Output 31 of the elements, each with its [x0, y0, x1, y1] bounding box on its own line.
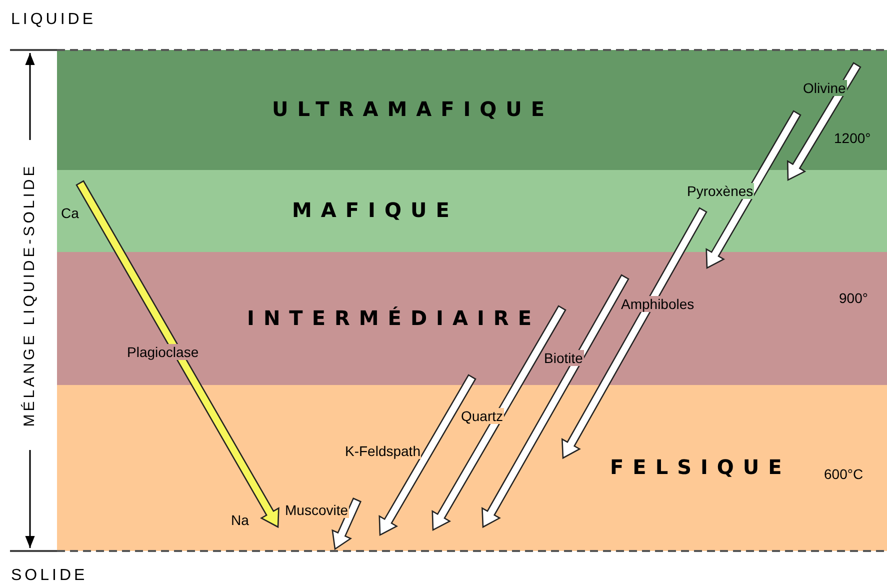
axis-label: MÉLANGE LIQUIDE-SOLIDE: [22, 162, 38, 428]
state-label: LIQUIDE: [10, 12, 98, 28]
edge-label: Biotite: [543, 350, 584, 366]
temperature-label: 1200°: [833, 130, 872, 146]
crystallization-arrow: [76, 180, 280, 528]
edge-label: Pyroxènes: [686, 183, 754, 199]
rock-type-band: [57, 50, 887, 170]
state-label: SOLIDE: [10, 568, 89, 584]
rock-type-band: [57, 170, 887, 252]
crystallization-arrow: [786, 62, 862, 182]
crystallization-arrow: [378, 374, 476, 536]
edge-label: Amphiboles: [620, 296, 696, 312]
edge-label: Quartz: [460, 408, 504, 424]
rock-type-band: [57, 385, 887, 551]
temperature-label: 600°C: [823, 466, 864, 482]
temperature-label: 900°: [838, 290, 869, 306]
mineral-label: Muscovite: [284, 502, 350, 518]
crystallization-arrow: [561, 207, 708, 460]
edge-label: K-Feldspath: [344, 443, 422, 459]
band-title: ULTRAMAFIQUE: [272, 97, 554, 121]
band-title: MAFIQUE: [292, 198, 458, 222]
edge-label: Olivine: [802, 80, 847, 96]
crystallization-arrow: [432, 305, 566, 532]
band-title: FELSIQUE: [610, 455, 791, 479]
band-title: INTERMÉDIAIRE: [247, 306, 540, 330]
element-label: Ca: [60, 205, 80, 221]
crystallization-arrow: [482, 274, 630, 528]
crystallization-arrow: [706, 110, 802, 270]
rock-type-band: [57, 252, 887, 385]
element-label: Na: [230, 512, 250, 528]
edge-label: Plagioclase: [126, 344, 200, 360]
